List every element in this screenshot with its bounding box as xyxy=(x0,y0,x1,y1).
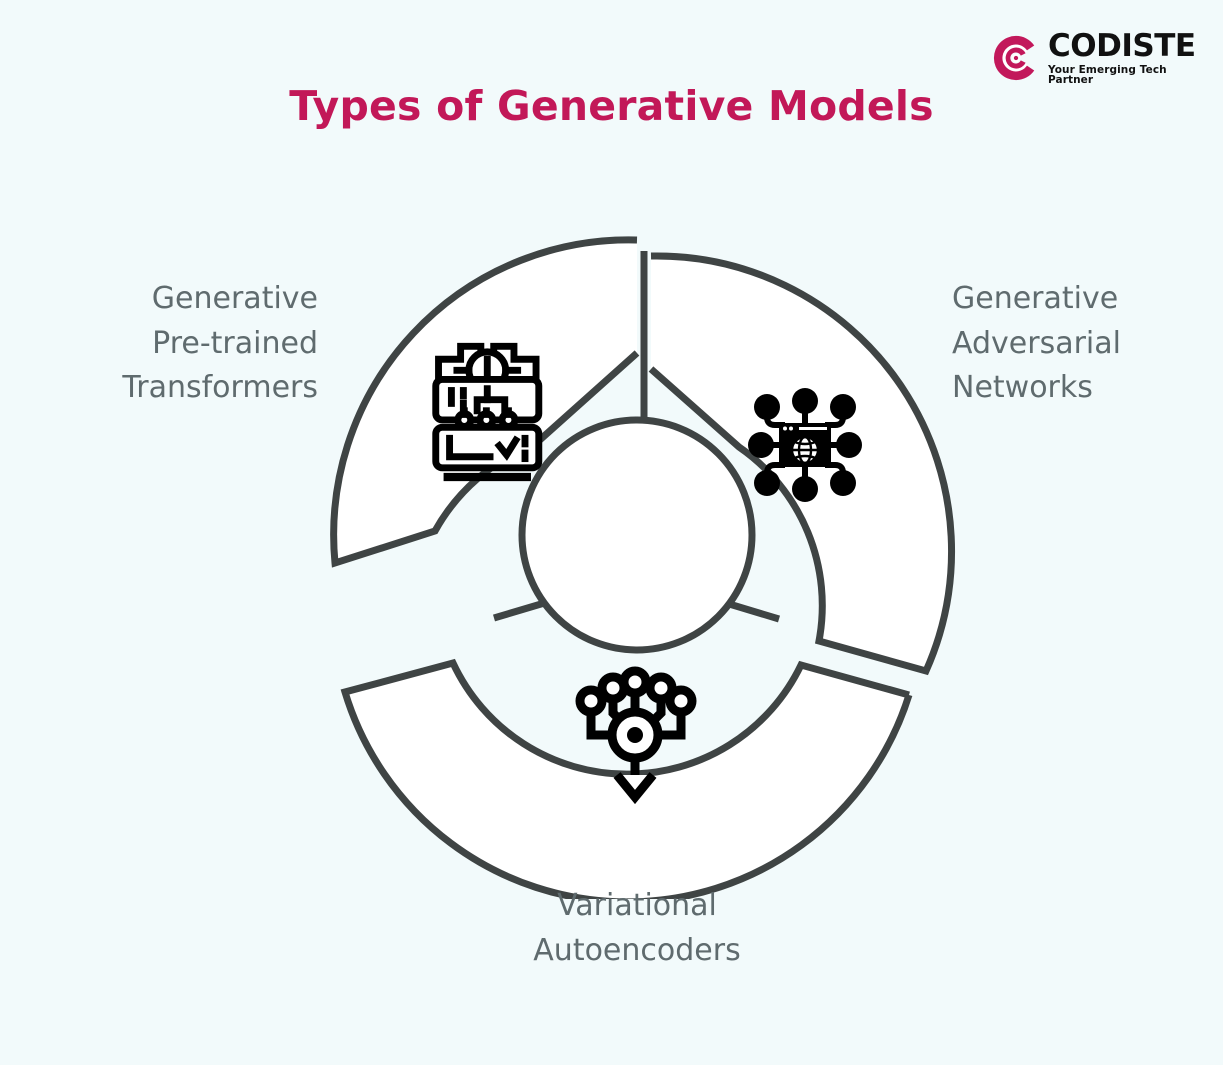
codiste-c-logo-icon xyxy=(992,34,1040,82)
segment-label-gan: Generative Adversarial Networks xyxy=(952,281,1121,406)
center-hub-circle xyxy=(518,416,756,654)
segment-label-vae: Variational Autoencoders xyxy=(533,888,741,968)
network-globe-chip-icon xyxy=(748,388,862,502)
page-title: Types of Generative Models xyxy=(289,82,934,130)
brand-logo[interactable]: CODISTE Your Emerging Tech Partner xyxy=(992,30,1196,85)
brand-tagline: Your Emerging Tech Partner xyxy=(1048,63,1167,86)
brand-wordmark: CODISTE Your Emerging Tech Partner xyxy=(1048,27,1196,86)
node-hub-arrow-icon xyxy=(575,666,697,805)
segment-label-gpt: Generative Pre-trained Transformers xyxy=(122,281,318,406)
brand-name: CODISTE xyxy=(1048,27,1196,64)
ai-server-rack-icon xyxy=(432,342,543,482)
generative-models-diagram xyxy=(313,171,961,899)
